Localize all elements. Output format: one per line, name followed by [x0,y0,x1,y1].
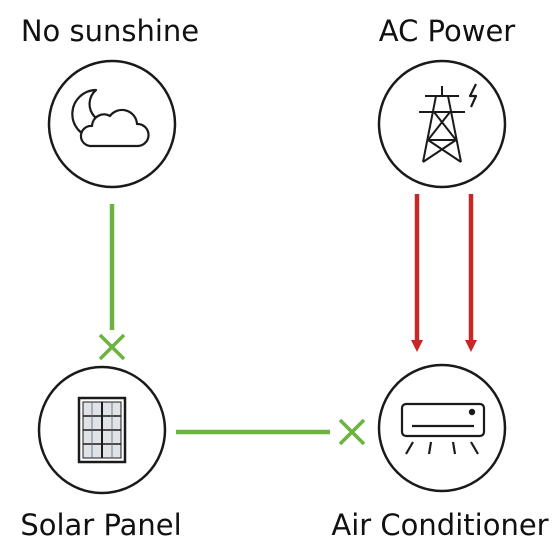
solar-panel-node [37,365,167,495]
solar-to-ac-blocked-mark [338,418,366,446]
ac-power-label: AC Power [378,14,516,48]
air-conditioner-label: Air Conditioner [331,508,549,542]
ac-power-node [377,59,507,189]
no-sunshine-node [47,59,177,189]
moon-cloud-icon [71,88,150,148]
solar-panel-label: Solar Panel [20,508,182,542]
power-tower-icon [419,83,478,163]
no-sunshine-label: No sunshine [20,14,200,48]
sunshine-to-solar-blocked-mark [98,333,126,361]
air-conditioner-icon [400,402,486,455]
solar-panel-icon [77,396,127,464]
air-conditioner-node [377,363,507,493]
